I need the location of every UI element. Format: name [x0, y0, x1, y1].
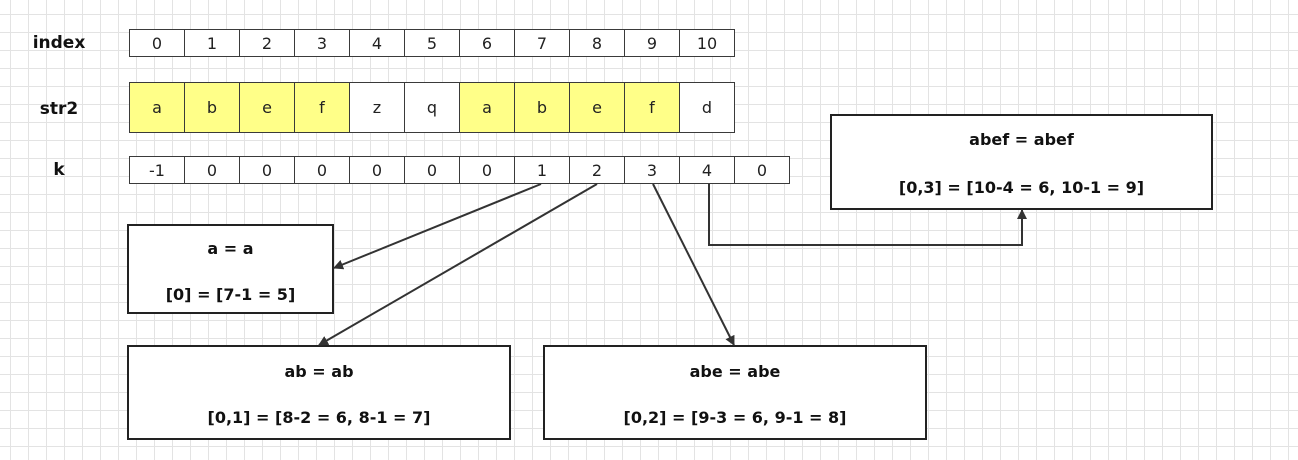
index-cell: 7	[514, 29, 570, 57]
index-cell: 3	[294, 29, 350, 57]
k-cell: 1	[514, 156, 570, 184]
k-cell: 0	[294, 156, 350, 184]
index-cell: 10	[679, 29, 735, 57]
str2-cell: b	[184, 82, 240, 133]
index-cell: 9	[624, 29, 680, 57]
str2-cell: e	[239, 82, 295, 133]
k-cell: 0	[404, 156, 460, 184]
match-box-title: a = a	[207, 239, 254, 258]
match-box-ab: ab = ab [0,1] = [8-2 = 6, 8-1 = 7]	[127, 345, 511, 440]
match-box-abef: abef = abef [0,3] = [10-4 = 6, 10-1 = 9]	[830, 114, 1213, 210]
str2-cell: d	[679, 82, 735, 133]
str2-cell: a	[129, 82, 185, 133]
match-box-title: abe = abe	[689, 362, 781, 381]
index-cell: 4	[349, 29, 405, 57]
k-cell: 0	[239, 156, 295, 184]
arrow-k7-to-a	[333, 183, 542, 270]
k-row-label: k	[53, 160, 65, 180]
match-box-title: ab = ab	[284, 362, 354, 381]
k-cell: 2	[569, 156, 625, 184]
match-box-detail: [0] = [7-1 = 5]	[165, 285, 296, 304]
match-box-title: abef = abef	[969, 130, 1074, 149]
str2-cell: a	[459, 82, 515, 133]
match-box-a: a = a [0] = [7-1 = 5]	[127, 224, 334, 314]
str2-cell: e	[569, 82, 625, 133]
index-cell: 0	[129, 29, 185, 57]
str2-cell: z	[349, 82, 405, 133]
str2-row-label: str2	[39, 99, 79, 119]
str2-cell: f	[624, 82, 680, 133]
arrow-k10-to-abef	[708, 184, 1027, 246]
match-box-detail: [0,1] = [8-2 = 6, 8-1 = 7]	[207, 408, 431, 427]
k-cell: 4	[679, 156, 735, 184]
index-cell: 8	[569, 29, 625, 57]
index-row-label: index	[32, 33, 86, 53]
match-box-detail: [0,2] = [9-3 = 6, 9-1 = 8]	[623, 408, 847, 427]
index-cell: 1	[184, 29, 240, 57]
k-cell: 0	[734, 156, 790, 184]
match-box-detail: [0,3] = [10-4 = 6, 10-1 = 9]	[898, 178, 1145, 197]
arrow-k8-to-ab	[318, 183, 598, 346]
index-cell: 6	[459, 29, 515, 57]
str2-cell: f	[294, 82, 350, 133]
k-cell: -1	[129, 156, 185, 184]
str2-cell: q	[404, 82, 460, 133]
match-box-abe: abe = abe [0,2] = [9-3 = 6, 9-1 = 8]	[543, 345, 927, 440]
k-cell: 0	[349, 156, 405, 184]
arrow-k9-to-abe	[652, 183, 735, 346]
k-cell: 0	[184, 156, 240, 184]
str2-cell: b	[514, 82, 570, 133]
